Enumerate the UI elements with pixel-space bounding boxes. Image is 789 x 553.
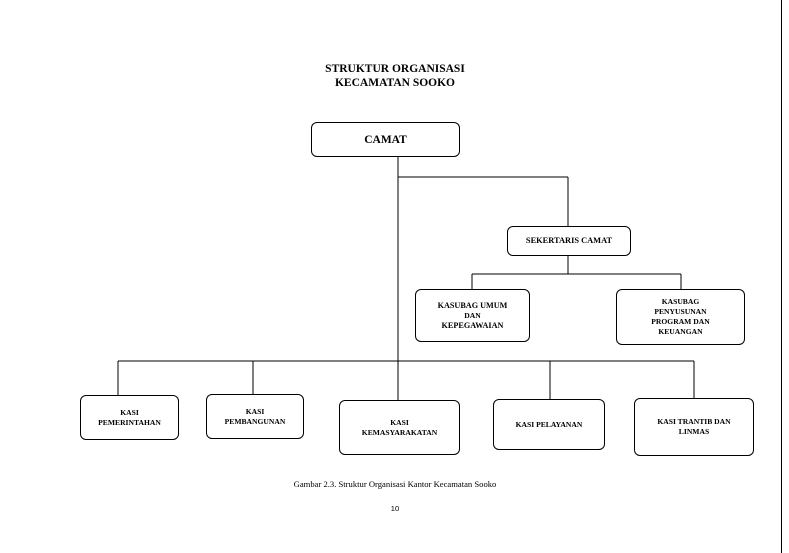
node-kasubag-umum-line-3: KEPEGAWAIAN [441,320,504,330]
node-kasubag-umum-line-1: KASUBAG UMUM [437,300,508,310]
node-kasi-pemerintahan-line-1: KASI [120,407,139,417]
page-number: 10 [390,504,400,513]
node-kasi-pembangunan-line-1: KASI [245,406,265,416]
node-camat: CAMAT [311,122,460,157]
node-kasi-kemasyarakatan-line-2: KEMASYARAKATAN [361,427,438,437]
node-kasi-trantib-linmas: KASI TRANTIB DAN LINMAS [634,398,754,456]
chart-title-line-1: STRUKTUR ORGANISASI [325,63,465,75]
node-kasi-pemerintahan: KASI PEMERINTAHAN [80,395,179,440]
node-kasi-pelayanan: KASI PELAYANAN [493,399,605,450]
node-kasubag-umum-kepegawaian: KASUBAG UMUM DAN KEPEGAWAIAN [415,289,530,342]
node-kasi-trantib-line-1: KASI TRANTIB DAN [657,417,731,426]
page-edge-line [781,0,782,553]
node-kasubag-program-line-3: PROGRAM DAN [651,317,710,326]
node-kasi-trantib-line-2: LINMAS [678,427,710,436]
chart-title-line-2: KECAMATAN SOOKO [334,77,455,89]
node-kasubag-penyusunan-program-keuangan: KASUBAG PENYUSUNAN PROGRAM DAN KEUANGAN [616,289,745,345]
figure-caption: Gambar 2.3. Struktur Organisasi Kantor K… [293,479,497,489]
node-kasubag-program-line-2: PENYUSUNAN [654,307,707,316]
node-kasi-pembangunan-line-2: PEMBANGUNAN [224,416,286,426]
node-kasubag-program-line-1: KASUBAG [661,297,700,306]
node-sekertaris-camat: SEKERTARIS CAMAT [507,226,631,256]
node-kasi-kemasyarakatan-line-1: KASI [390,417,409,427]
node-kasubag-umum-line-2: DAN [464,310,481,320]
node-kasi-pemerintahan-line-2: PEMERINTAHAN [98,417,161,427]
node-camat-label: CAMAT [364,133,407,146]
node-kasi-kemasyarakatan: KASI KEMASYARAKATAN [339,400,460,455]
node-sekertaris-camat-label: SEKERTARIS CAMAT [525,236,613,245]
node-kasubag-program-line-4: KEUANGAN [658,327,703,336]
node-kasi-pelayanan-label: KASI PELAYANAN [515,419,583,429]
node-kasi-pembangunan: KASI PEMBANGUNAN [206,394,304,439]
